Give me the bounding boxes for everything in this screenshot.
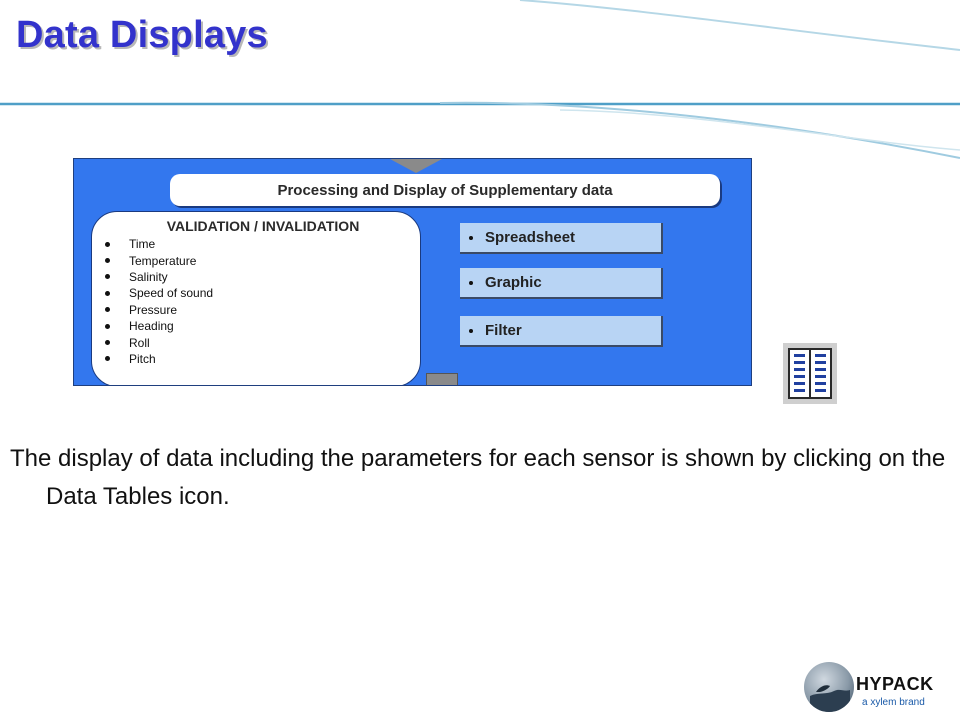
bullet-icon [105, 340, 110, 346]
slide-title: Data Displays [16, 14, 268, 56]
list-item: Roll [102, 334, 410, 350]
processing-diagram: Processing and Display of Supplementary … [73, 158, 752, 386]
flow-arrow-top-head [390, 159, 442, 173]
list-item: Temperature [102, 252, 410, 268]
list-item: Time [102, 236, 410, 252]
list-item: Heading [102, 318, 410, 334]
brand-name: HYPACK [856, 674, 934, 694]
hypack-brand: HYPACK a xylem brand [804, 662, 944, 716]
validation-list: Time Temperature Salinity Speed of sound… [102, 236, 410, 367]
validation-panel: VALIDATION / INVALIDATION Time Temperatu… [91, 211, 421, 385]
graphic-option: Graphic [460, 268, 663, 299]
bullet-icon [469, 235, 473, 240]
spreadsheet-option: Spreadsheet [460, 223, 663, 254]
bullet-icon [105, 307, 110, 313]
hypack-logo-icon [804, 662, 854, 712]
diagram-header: Processing and Display of Supplementary … [170, 174, 720, 206]
bullet-icon [105, 290, 110, 296]
bullet-icon [105, 323, 110, 329]
filter-option: Filter [460, 316, 663, 347]
list-item: Salinity [102, 269, 410, 285]
bullet-icon [105, 356, 110, 362]
bullet-icon [105, 274, 110, 280]
flow-arrow-bottom [426, 373, 458, 385]
bullet-icon [469, 280, 473, 285]
list-item: Pitch [102, 351, 410, 367]
data-tables-icon[interactable] [783, 343, 837, 404]
brand-tagline: a xylem brand [862, 697, 925, 708]
bullet-icon [469, 328, 473, 333]
list-item: Speed of sound [102, 285, 410, 301]
body-text: The display of data including the parame… [10, 445, 946, 510]
bullet-icon [105, 258, 110, 264]
bullet-icon [105, 241, 110, 247]
list-item: Pressure [102, 302, 410, 318]
validation-title: VALIDATION / INVALIDATION [166, 218, 360, 234]
decorative-wave-lines [0, 0, 960, 159]
